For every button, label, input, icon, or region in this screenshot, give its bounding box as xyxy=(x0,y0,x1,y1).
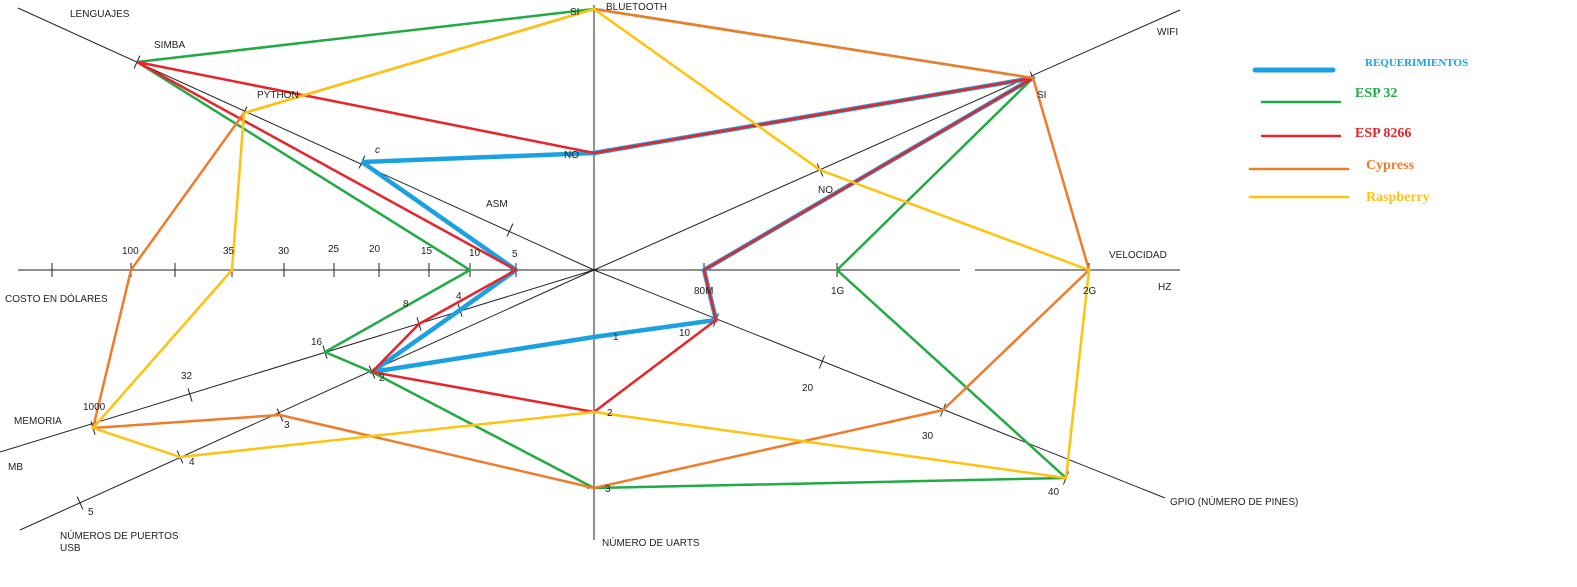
legend-label-2: ESP 8266 xyxy=(1355,126,1411,141)
tick-label-wifi-1: SI xyxy=(1037,90,1046,101)
axis-label-velocidad: VELOCIDAD xyxy=(1109,250,1167,261)
series-line-4 xyxy=(91,7,1091,480)
tick-label-uarts-0: 1 xyxy=(613,332,619,343)
tick-label-memoria-1: 8 xyxy=(403,299,409,310)
tick-label-usb-1: 3 xyxy=(284,420,290,431)
axis-line-lenguajes xyxy=(17,7,595,271)
tick-label-memoria-4: 1000 xyxy=(83,402,106,413)
tick-label-gpio-2: 30 xyxy=(922,431,934,442)
tick-label-gpio-3: 40 xyxy=(1048,487,1060,498)
series-line-3 xyxy=(91,7,1091,490)
tick-mark-lenguajes-0 xyxy=(506,223,514,237)
tick-label-costo-3: 20 xyxy=(369,244,381,255)
tick-label-costo-0: 5 xyxy=(512,249,518,260)
series-line-2 xyxy=(136,60,1035,414)
tick-label-costo-6: 35 xyxy=(223,246,235,257)
axis-label-gpio: GPIO (NÚMERO DE PINES) xyxy=(1170,495,1298,508)
labels-layer: ASM c PYTHON SIMBA NO SI NO SI 80M 1G 2G 10 20 30 40 1 2… xyxy=(5,2,1298,554)
tick-label-velocidad-0: 80M xyxy=(694,286,713,297)
tick-label-lenguajes-0: ASM xyxy=(486,199,508,210)
axis-line-wifi xyxy=(593,9,1181,271)
tick-mark-usb-3 xyxy=(76,496,84,510)
tick-label-lenguajes-2: PYTHON xyxy=(257,90,299,101)
tick-label-memoria-0: 4 xyxy=(456,291,462,302)
legend-label-3: Cypress xyxy=(1366,158,1415,173)
tick-label-costo-5: 30 xyxy=(278,246,290,257)
axis-unit-velocidad: HZ xyxy=(1158,282,1171,293)
legend-label-1: ESP 32 xyxy=(1355,86,1397,101)
tick-label-bluetooth-0: NO xyxy=(564,150,579,161)
series-line-0 xyxy=(360,75,1036,375)
tick-label-velocidad-1: 1G xyxy=(831,286,845,297)
tick-label-velocidad-2: 2G xyxy=(1083,286,1097,297)
series-layer xyxy=(91,7,1091,490)
tick-label-uarts-1: 2 xyxy=(607,408,613,419)
axis-label-usb-line-1: USB xyxy=(60,543,81,554)
legend: REQUERIMIENTOS ESP 32 ESP 8266CypressRaspb… xyxy=(1248,57,1468,205)
tick-label-usb-3: 5 xyxy=(88,507,94,518)
tick-label-uarts-2: 3 xyxy=(605,484,611,495)
tick-label-wifi-0: NO xyxy=(818,185,833,196)
legend-label-0: REQUERIMIENTOS xyxy=(1365,57,1468,69)
axis-label-note-gpio: (NÚMERO DE PINES) xyxy=(1195,495,1298,508)
legend-label-4: Raspberry xyxy=(1366,190,1430,205)
tick-label-bluetooth-1: SI xyxy=(570,7,579,18)
tick-mark-memoria-3 xyxy=(187,388,193,402)
tick-label-memoria-3: 32 xyxy=(181,371,193,382)
tick-label-costo-2: 15 xyxy=(421,246,433,257)
axis-label-bluetooth: BLUETOOTH xyxy=(606,2,667,13)
tick-label-gpio-1: 20 xyxy=(802,383,814,394)
axis-line-gpio xyxy=(593,269,1166,499)
axis-label-uarts: NÚMERO DE UARTS xyxy=(602,536,700,549)
axis-label-wifi: WIFI xyxy=(1157,27,1178,38)
axis-label-costo: COSTO EN DÓLARES xyxy=(5,292,108,305)
tick-label-costo-4: 25 xyxy=(328,244,340,255)
tick-label-lenguajes-1: c xyxy=(375,145,380,156)
tick-label-usb-2: 4 xyxy=(189,457,195,468)
tick-label-gpio-0: 10 xyxy=(679,328,691,339)
axis-unit-memoria: MB xyxy=(8,462,23,473)
axis-label-lenguajes: LENGUAJES xyxy=(70,9,130,20)
axis-line-usb xyxy=(19,269,595,531)
tick-label-usb-0: 2 xyxy=(379,373,385,384)
tick-mark-gpio-1 xyxy=(818,355,826,369)
tick-label-costo-7: 100 xyxy=(122,246,139,257)
axis-label-usb-line-0: NÚMEROS DE PUERTOS xyxy=(60,529,179,542)
tick-label-costo-1: 10 xyxy=(469,248,481,259)
tick-label-lenguajes-3: SIMBA xyxy=(154,40,185,51)
tick-label-memoria-2: 16 xyxy=(311,337,323,348)
axis-label-memoria: MEMORIA xyxy=(14,416,62,427)
